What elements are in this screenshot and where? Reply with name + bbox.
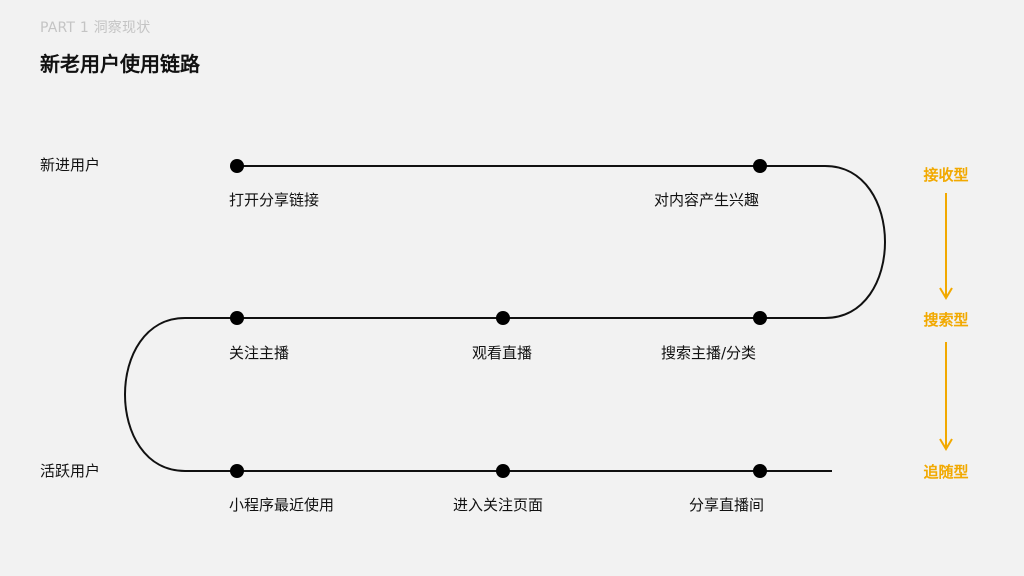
phase-search: 搜索型: [923, 311, 969, 329]
step-interest: 对内容产生兴趣: [654, 191, 760, 209]
node-follow-page: [496, 464, 510, 478]
step-follow-page: 进入关注页面: [453, 496, 544, 514]
section-label: PART 1 洞察现状: [40, 20, 151, 36]
step-search: 搜索主播/分类: [661, 344, 757, 362]
node-search: [753, 311, 767, 325]
active-user-label: 活跃用户: [40, 462, 101, 480]
arrow-receive-to-search: [939, 193, 953, 300]
node-follow-anchor: [230, 311, 244, 325]
phase-receive: 接收型: [923, 166, 969, 184]
arrow-search-to-follow: [939, 342, 953, 451]
page-title: 新老用户使用链路: [40, 52, 200, 76]
step-recent-miniprogram: 小程序最近使用: [229, 496, 335, 514]
node-share-room: [753, 464, 767, 478]
new-user-label: 新进用户: [40, 156, 101, 174]
node-watch-live: [496, 311, 510, 325]
node-open-share-link: [230, 159, 244, 173]
step-open-share-link: 打开分享链接: [229, 191, 320, 209]
phase-follow: 追随型: [923, 463, 969, 481]
node-interest: [753, 159, 767, 173]
step-watch-live: 观看直播: [472, 344, 533, 362]
node-recent-miniprogram: [230, 464, 244, 478]
step-follow-anchor: 关注主播: [229, 344, 290, 362]
step-share-room: 分享直播间: [689, 496, 765, 514]
